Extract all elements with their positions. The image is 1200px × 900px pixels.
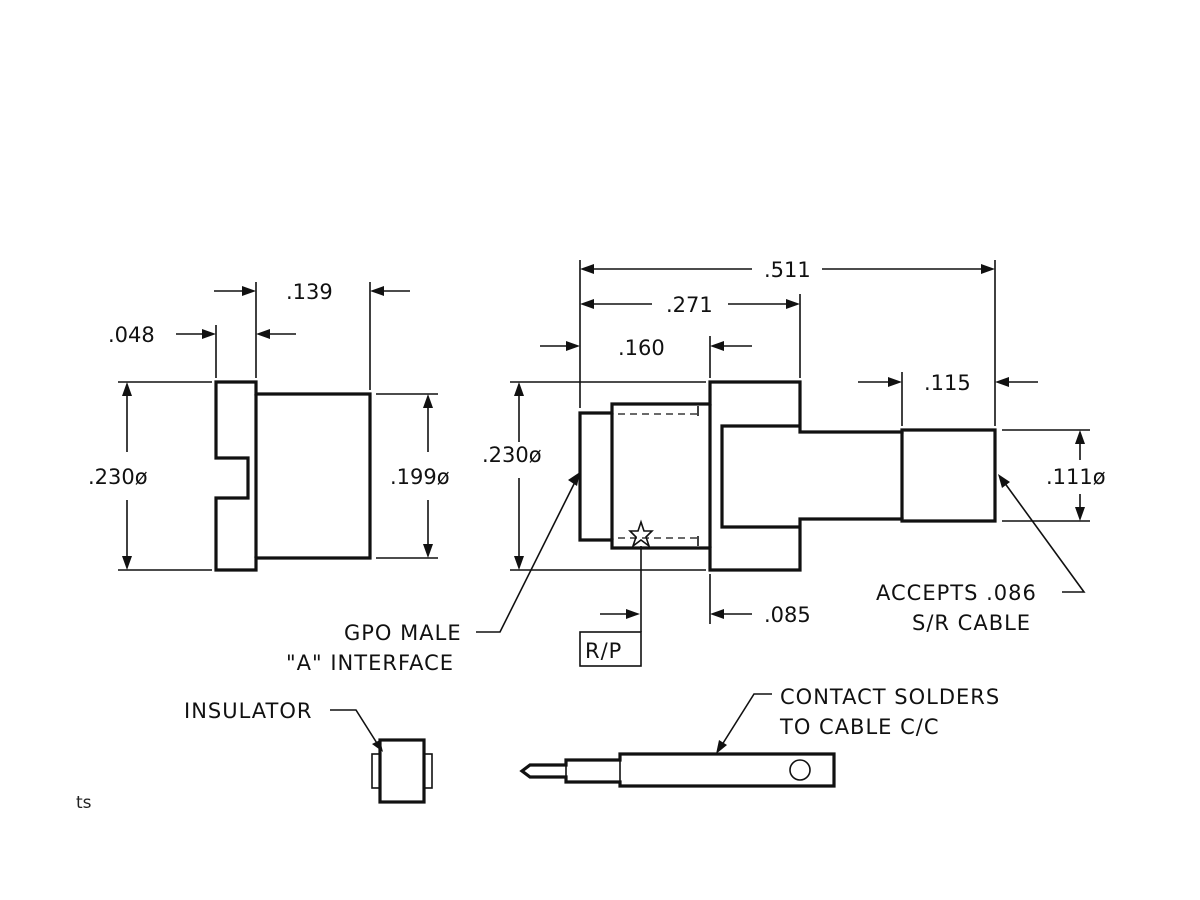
dim-label-left-199-dia: .199ø bbox=[390, 465, 450, 489]
insulator-right-tab bbox=[423, 753, 433, 789]
dim-label-511: .511 bbox=[764, 258, 811, 282]
dim-label-115: .115 bbox=[924, 371, 971, 395]
left-view: .139 .048 .230ø .199ø bbox=[88, 280, 450, 572]
dim-label-160: .160 bbox=[618, 336, 665, 360]
insulator-callout: INSULATOR bbox=[184, 699, 312, 723]
arrowhead bbox=[256, 329, 270, 339]
arrowhead bbox=[568, 472, 580, 486]
arrowhead bbox=[580, 264, 594, 274]
arrowhead bbox=[710, 341, 724, 351]
dim-label-left-230-dia: .230ø bbox=[88, 465, 148, 489]
contact-pin-outline bbox=[519, 752, 836, 788]
arrowhead bbox=[514, 556, 524, 570]
arrowhead bbox=[423, 544, 433, 558]
accepts-callout-line2: S/R CABLE bbox=[912, 611, 1031, 635]
dim-label-085: .085 bbox=[764, 603, 811, 627]
dim-label-left-048: .048 bbox=[108, 323, 155, 347]
insulator-view: INSULATOR bbox=[184, 699, 433, 804]
arrowhead bbox=[423, 394, 433, 408]
arrowhead bbox=[372, 740, 383, 752]
arrowhead bbox=[981, 264, 995, 274]
arrowhead bbox=[580, 299, 594, 309]
contact-callout-line1: CONTACT SOLDERS bbox=[780, 685, 1000, 709]
contact-callout-line2: TO CABLE C/C bbox=[779, 715, 940, 739]
fragment-text: ts bbox=[76, 793, 92, 813]
rp-box bbox=[579, 631, 642, 667]
arrowhead bbox=[626, 609, 640, 619]
insulator-left-tab bbox=[371, 753, 381, 789]
insulator-body bbox=[378, 738, 426, 804]
dim-label-111-dia: .111ø bbox=[1046, 465, 1106, 489]
accepts-leader-line bbox=[1003, 481, 1086, 593]
accepts-callout-line1: ACCEPTS .086 bbox=[876, 581, 1037, 605]
arrowhead bbox=[995, 377, 1009, 387]
gpo-leader-line bbox=[476, 479, 577, 633]
dim-label-left-139: .139 bbox=[286, 280, 333, 304]
connector-outline bbox=[578, 380, 997, 572]
gpo-callout-line2: "A" INTERFACE bbox=[286, 651, 454, 675]
contact-leader-line bbox=[719, 693, 772, 749]
rp-label: R/P bbox=[585, 639, 622, 663]
arrowhead bbox=[1075, 430, 1085, 444]
arrowhead bbox=[566, 341, 580, 351]
arrowhead bbox=[716, 740, 727, 754]
arrowhead bbox=[786, 299, 800, 309]
arrowhead bbox=[514, 382, 524, 396]
inner-bore bbox=[720, 424, 800, 529]
gpo-callout-line1: GPO MALE bbox=[344, 621, 462, 645]
arrowhead bbox=[888, 377, 902, 387]
arrowhead bbox=[710, 609, 724, 619]
arrowhead bbox=[998, 474, 1010, 488]
left-part-outline bbox=[214, 380, 372, 572]
insulator-leader-line bbox=[330, 709, 381, 749]
arrowhead bbox=[122, 382, 132, 396]
right-view: .511 .271 .160 .115 .230ø .111ø bbox=[286, 258, 1106, 675]
arrowhead bbox=[1075, 507, 1085, 521]
solder-hole bbox=[789, 759, 811, 781]
arrowhead bbox=[242, 286, 256, 296]
arrowhead bbox=[370, 286, 384, 296]
star-marker-icon bbox=[628, 519, 654, 549]
dim-label-271: .271 bbox=[666, 293, 713, 317]
dim-label-right-230-dia: .230ø bbox=[482, 443, 542, 467]
arrowhead bbox=[202, 329, 216, 339]
contact-pin-view: CONTACT SOLDERS TO CABLE C/C bbox=[519, 685, 1000, 788]
arrowhead bbox=[122, 556, 132, 570]
